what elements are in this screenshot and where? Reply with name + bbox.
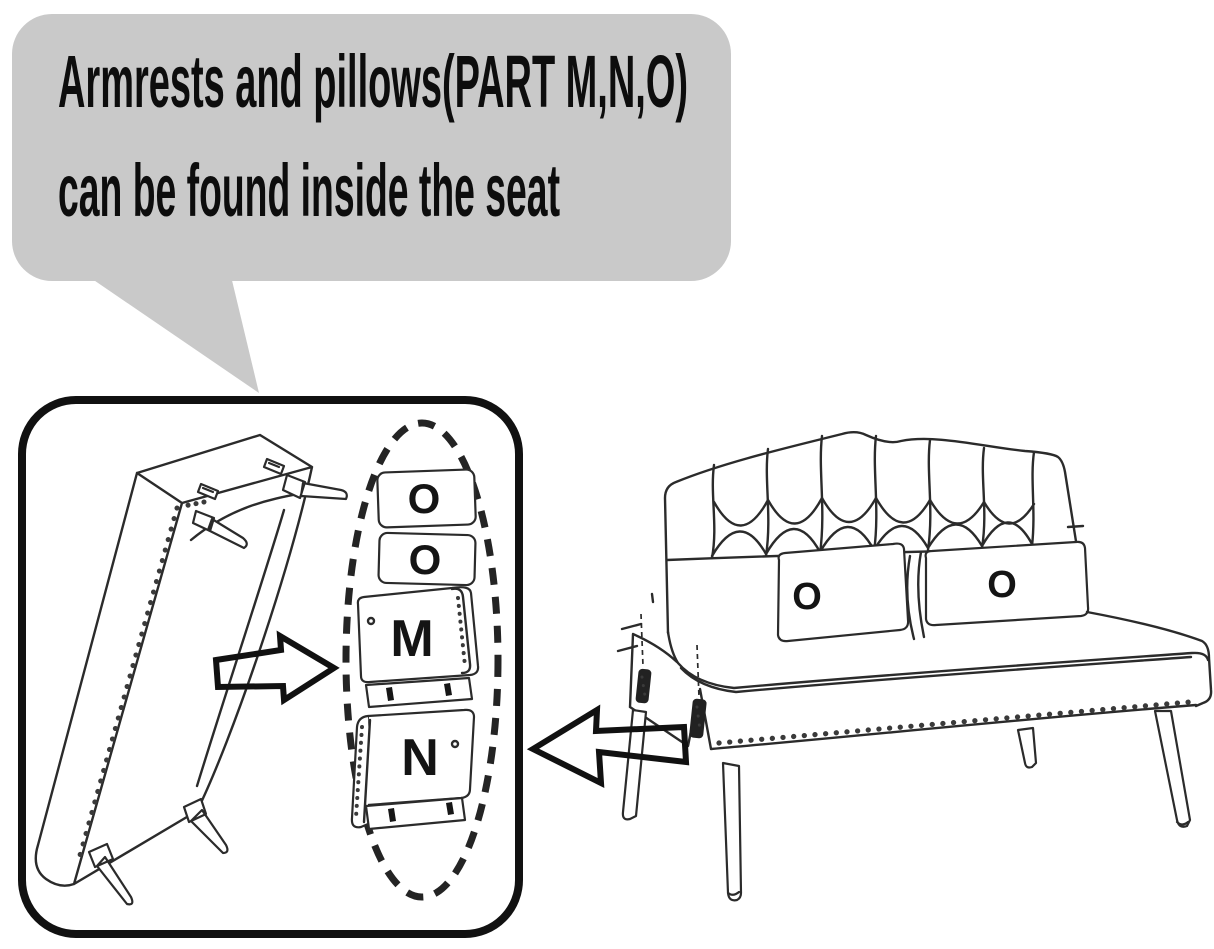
armrest-m-bracket-right: [444, 683, 452, 696]
sofa-bracket-slot-2-holes: [695, 705, 702, 732]
seat-leg-top-right: [281, 473, 348, 501]
parts-oval-dashed-border: [342, 419, 502, 901]
part-pillow-second: O: [377, 531, 477, 587]
armrest-n-strip-inner: [362, 718, 372, 824]
sofa-leg-back-left: [621, 708, 648, 821]
armrest-m-panel: [356, 586, 480, 684]
sofa-center-tuft-gap: [906, 550, 926, 641]
armrest-n-peg-hole: [450, 739, 460, 749]
sofa-leg-back-right: [1016, 726, 1038, 769]
part-armrest-n: N: [350, 708, 476, 831]
armrest-m-peg-hole: [366, 616, 376, 626]
sofa-left-pillow: O: [776, 542, 910, 643]
sofa-bracket-guide-2: [696, 644, 700, 698]
seat-leg-bottom-right: [182, 797, 229, 855]
sofa-leg-front-left: [721, 761, 743, 902]
seat-frame-outline: [34, 433, 314, 887]
callout-bubble: Armrests and pillows(PART M,N,O) can be …: [12, 14, 731, 393]
sofa-bracket-slot-2: [689, 698, 707, 739]
sofa-tufting-arches: [710, 521, 1034, 558]
sofa-left-pillow-shape: [776, 542, 910, 643]
callout-bubble-body: [12, 14, 731, 281]
armrest-m-strip-border: [450, 587, 472, 675]
sofa-tufting-diamonds: [712, 496, 1036, 527]
transfer-arrow-left: [526, 704, 690, 789]
parts-box: O O M: [18, 396, 523, 938]
sofa-armrest-mount-ticks: [616, 524, 1085, 653]
armrest-n-bracket-right: [446, 802, 454, 815]
parts-oval: O O M: [342, 419, 502, 901]
seat-leg-mid: [191, 509, 248, 550]
sofa-right-pillow-label: O: [987, 564, 1017, 606]
sofa-tufting-verticals: [710, 434, 1036, 560]
armrest-n-bracket-left: [388, 808, 396, 822]
seat-slot-a: [262, 457, 286, 476]
callout-line1: Armrests and pillows(PART M,N,O): [58, 40, 688, 123]
sofa-seat-top: [666, 630, 1210, 690]
callout-bubble-tail: [82, 272, 259, 393]
transfer-arrow-right: [212, 630, 340, 706]
part-pillow-top-shape: [376, 468, 477, 529]
sofa-right-pillow-shape: [924, 540, 1090, 627]
tilted-seat-illustration: [34, 433, 348, 906]
seat-nailhead-corner: [181, 499, 207, 509]
sofa-bracket-guide-1: [640, 613, 644, 667]
seat-slot-b: [196, 482, 220, 501]
sofa-seat-back-edge: [1085, 610, 1213, 708]
armrest-n-label: N: [401, 729, 439, 787]
sofa-bracket-slot-1-holes: [640, 675, 647, 698]
sofa-illustration: O O: [616, 431, 1213, 902]
armrest-m-bracket-left: [386, 687, 394, 701]
callout-line2: can be found inside the seat: [58, 149, 560, 232]
armrest-m-nailheads: [456, 596, 467, 668]
sofa-back-outline: [663, 431, 1089, 635]
part-pillow-top: O: [376, 468, 477, 529]
sofa-nailhead-trim: [716, 699, 1193, 746]
part-pillow-top-label: O: [408, 475, 441, 522]
sofa-left-pillow-label: O: [792, 576, 822, 618]
part-pillow-second-label: O: [409, 536, 442, 583]
sofa-right-pillow: O: [924, 540, 1090, 627]
sofa-apron: [698, 687, 1198, 751]
armrest-m-label: M: [390, 610, 433, 668]
sofa-leg-front-right: [1153, 709, 1192, 828]
part-armrest-m: M: [356, 586, 480, 709]
part-pillow-second-shape: [377, 531, 477, 587]
seat-leg-bottom-left: [87, 842, 134, 906]
armrest-n-nailheads: [354, 725, 364, 819]
sofa-seat-piping: [679, 655, 1193, 694]
